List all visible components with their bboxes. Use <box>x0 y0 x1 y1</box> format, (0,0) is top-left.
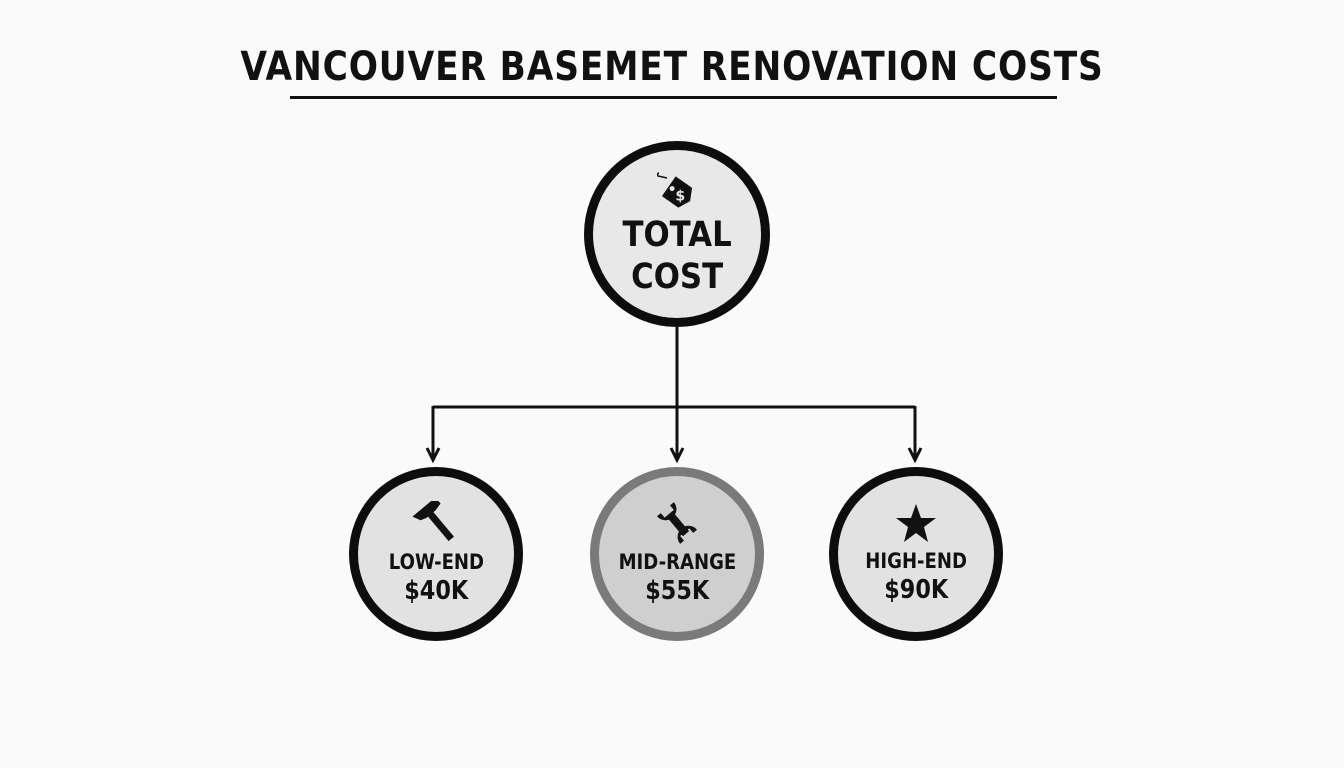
high-end-value: $90K <box>883 575 948 605</box>
root-line-2: COST <box>631 257 723 297</box>
hammer-icon <box>412 501 454 542</box>
svg-text:$: $ <box>675 188 685 204</box>
low-end-value: $40K <box>403 576 468 606</box>
title-underline <box>290 96 1057 99</box>
arrowhead-high <box>907 447 923 464</box>
mid-range-node: MID-RANGE $55K <box>590 467 764 641</box>
low-end-label: LOW-END <box>388 550 484 574</box>
total-cost-label: TOTAL COST <box>622 214 731 298</box>
mid-range-label: MID-RANGE <box>618 550 736 574</box>
arrowhead-low <box>425 447 441 464</box>
wrench-icon <box>657 502 697 544</box>
arrowhead-mid <box>669 447 685 464</box>
star-icon <box>896 504 936 542</box>
root-line-1: TOTAL <box>622 215 732 255</box>
low-end-node: LOW-END $40K <box>349 467 523 641</box>
high-end-node: HIGH-END $90K <box>829 467 1003 641</box>
total-cost-node: $ TOTAL COST <box>584 141 770 327</box>
high-end-label: HIGH-END <box>865 549 967 573</box>
page-title: VANCOUVER BASEMET RENOVATION COSTS <box>240 44 1104 90</box>
mid-range-value: $55K <box>644 576 709 606</box>
price-tag-icon: $ <box>656 172 693 208</box>
